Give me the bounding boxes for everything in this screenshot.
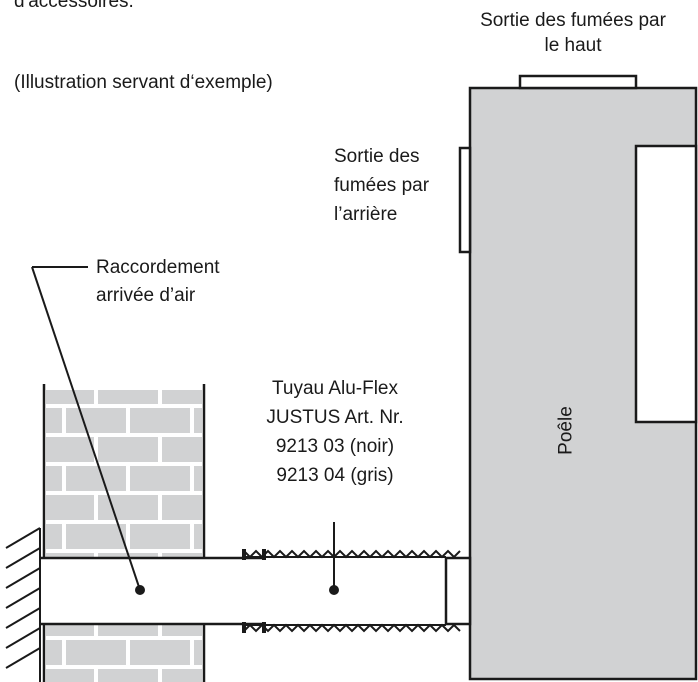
stove-label: Poêle (555, 406, 577, 455)
alu-flex-pipe (242, 549, 461, 633)
header-fragment: d'accessoires. (14, 0, 134, 12)
rear-outlet-label: Sortie des fumées par l’arrière (334, 142, 429, 229)
air-inlet-connector (444, 556, 472, 626)
rear-outlet-line-1: Sortie des (334, 146, 420, 167)
top-outlet-label: Sortie des fumées par le haut (448, 8, 698, 58)
air-connection-label: Raccordement arrivée d’air (96, 254, 220, 310)
rear-outlet-line-3: l’arrière (334, 204, 398, 225)
illustration-caption: (Illustration servant d‘exemple) (14, 72, 273, 93)
air-connection-line-2: arrivée d’air (96, 285, 196, 306)
pipe-line-4: 9213 04 (gris) (276, 465, 394, 486)
top-flue-outlet (518, 74, 638, 90)
air-connection-marker (135, 585, 145, 595)
rear-flue-outlet (458, 146, 472, 254)
pipe-line-2: JUSTUS Art. Nr. (266, 407, 404, 428)
brick-wall (42, 384, 206, 682)
air-connection-line-1: Raccordement (96, 257, 220, 278)
pipe-line-1: Tuyau Alu-Flex (271, 378, 398, 399)
rear-outlet-line-2: fumées par (334, 175, 430, 196)
air-duct (40, 556, 266, 626)
stove-window (634, 144, 698, 424)
pipe-label: Tuyau Alu-Flex JUSTUS Art. Nr. 9213 03 (… (250, 374, 420, 490)
pipe-line-3: 9213 03 (noir) (275, 436, 395, 457)
leader-lines (31, 266, 335, 591)
wall-hatching (5, 527, 41, 682)
top-outlet-line-1: Sortie des fumées par (480, 10, 666, 31)
top-outlet-line-2: le haut (544, 35, 602, 56)
pipe-marker (329, 585, 339, 595)
